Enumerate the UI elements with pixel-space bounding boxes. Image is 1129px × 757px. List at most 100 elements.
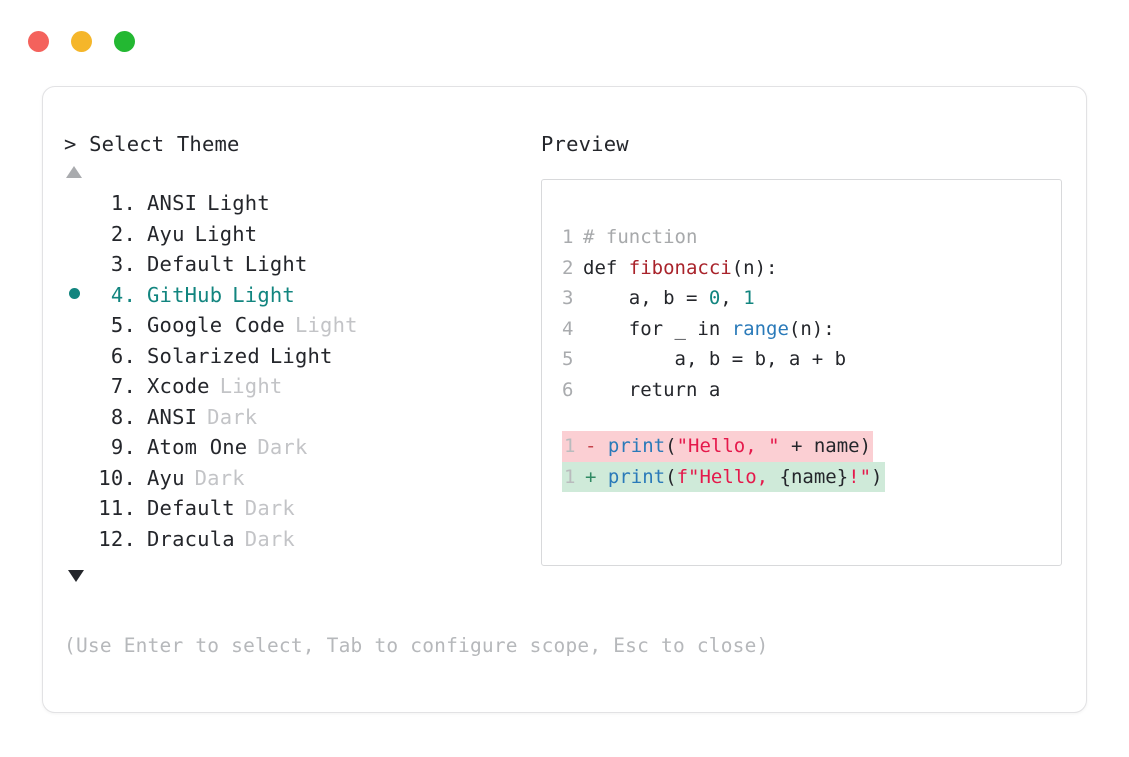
diff-block: 1- print("Hello, " + name)1+ print(f"Hel… (542, 431, 1061, 492)
code-token-num: 0 (708, 287, 721, 309)
code-token-print: print (607, 435, 666, 457)
theme-item-index: 10. (98, 465, 136, 490)
theme-item-name: Ayu (147, 465, 185, 490)
theme-item-variant: Light (244, 252, 308, 276)
theme-item-variant: Dark (207, 404, 258, 429)
code-token-string: f"Hello, (676, 465, 780, 488)
theme-item-name: Solarized (147, 343, 260, 368)
theme-item-index: 8. (110, 404, 136, 429)
preview-title: Preview (541, 132, 629, 156)
line-number: 3 (562, 287, 574, 309)
code-token-plain: for _ in (583, 317, 732, 340)
theme-item-name: Google Code (147, 313, 285, 337)
theme-item-index: 3. (110, 252, 136, 276)
theme-item-variant: Light (194, 221, 258, 246)
code-token-plain: return a (583, 378, 721, 401)
keyboard-hint: (Use Enter to select, Tab to configure s… (64, 634, 769, 657)
theme-item-name: Xcode (147, 374, 210, 398)
theme-list-item[interactable]: 8. ANSI Dark (64, 402, 534, 433)
theme-item-index: 12. (98, 526, 136, 551)
code-line: 4 for _ in range(n): (562, 314, 1061, 345)
code-token-string: "Hello, " (676, 435, 780, 457)
theme-item-index: 5. (110, 313, 136, 337)
code-token-plain: {name} (779, 465, 849, 488)
theme-item-index: 4. (110, 282, 136, 307)
theme-item-variant: Dark (194, 465, 245, 490)
code-line: 3 a, b = 0, 1 (562, 283, 1061, 314)
code-token-plain: + name) (779, 435, 872, 457)
theme-item-variant: Dark (244, 526, 295, 551)
line-number: 5 (562, 348, 574, 370)
diff-sign: - (585, 435, 597, 457)
diff-sign: + (585, 465, 597, 488)
prompt-line: > Select Theme (64, 131, 534, 157)
theme-item-index: 2. (110, 221, 136, 246)
code-token-string: !" (848, 465, 872, 488)
code-line: 6 return a (562, 375, 1061, 406)
selected-bullet-icon (69, 287, 80, 299)
code-token-plain: ( (665, 435, 677, 457)
theme-list-item[interactable]: 12. Dracula Dark (64, 524, 534, 555)
code-token-plain: (n): (731, 256, 778, 279)
prompt-caret-icon: > (64, 132, 77, 156)
theme-item-name: GitHub (147, 282, 223, 307)
diff-line-del: 1- print("Hello, " + name) (562, 431, 1061, 462)
code-token-plain: (n): (788, 317, 835, 340)
window-controls (28, 31, 135, 52)
theme-list-item[interactable]: 6. Solarized Light (64, 341, 534, 372)
theme-item-name: Atom One (147, 435, 248, 459)
theme-list-item[interactable]: 10. Ayu Dark (64, 463, 534, 494)
theme-list-item[interactable]: 2. Ayu Light (64, 219, 534, 250)
theme-item-name: Ayu (147, 221, 185, 246)
theme-item-name: Dracula (147, 526, 235, 551)
code-line: 1 # function (562, 222, 1061, 253)
theme-item-name: Default (147, 252, 235, 276)
theme-item-name: ANSI (147, 191, 198, 215)
theme-item-variant: Light (207, 191, 270, 215)
code-token-comment: # function (583, 226, 698, 248)
line-number: 6 (562, 378, 574, 401)
theme-item-name: Default (147, 496, 235, 520)
code-token-plain: a, b = b, a + b (583, 348, 847, 370)
scroll-up-icon[interactable] (66, 166, 82, 178)
selection-bullet-slot (64, 280, 90, 311)
line-number: 1 (562, 226, 574, 248)
maximize-window-button[interactable] (114, 31, 135, 52)
code-token-print: print (607, 465, 666, 488)
code-token-plain: ) (871, 465, 883, 488)
page-title: Select Theme (89, 132, 240, 156)
diff-line-content: 1 + print(f"Hello, {name}!") (562, 461, 885, 492)
code-spacer (542, 405, 1061, 431)
code-token-plain: , (720, 287, 744, 309)
code-token-plain: ( (665, 465, 677, 488)
theme-list-item[interactable]: 3. Default Light (64, 249, 534, 280)
code-token-keyword: def (583, 256, 629, 279)
theme-item-index: 9. (110, 435, 136, 459)
theme-item-index: 6. (110, 343, 136, 368)
theme-item-variant: Dark (257, 435, 308, 459)
close-window-button[interactable] (28, 31, 49, 52)
minimize-window-button[interactable] (71, 31, 92, 52)
code-token-fn: fibonacci (628, 256, 732, 279)
theme-item-variant: Dark (244, 496, 295, 520)
diff-line-number: 1 (564, 465, 576, 488)
code-token-plain: a, b = (583, 287, 709, 309)
diff-line-content: 1- print("Hello, " + name) (562, 431, 874, 462)
theme-item-name: ANSI (147, 404, 198, 429)
theme-item-variant: Light (269, 343, 333, 368)
scroll-down-icon[interactable] (68, 570, 84, 582)
theme-item-variant: Light (219, 374, 283, 398)
code-line: 5 a, b = b, a + b (562, 344, 1061, 375)
theme-list-item[interactable]: 9. Atom One Dark (64, 432, 534, 463)
code-token-builtin: range (731, 317, 789, 340)
